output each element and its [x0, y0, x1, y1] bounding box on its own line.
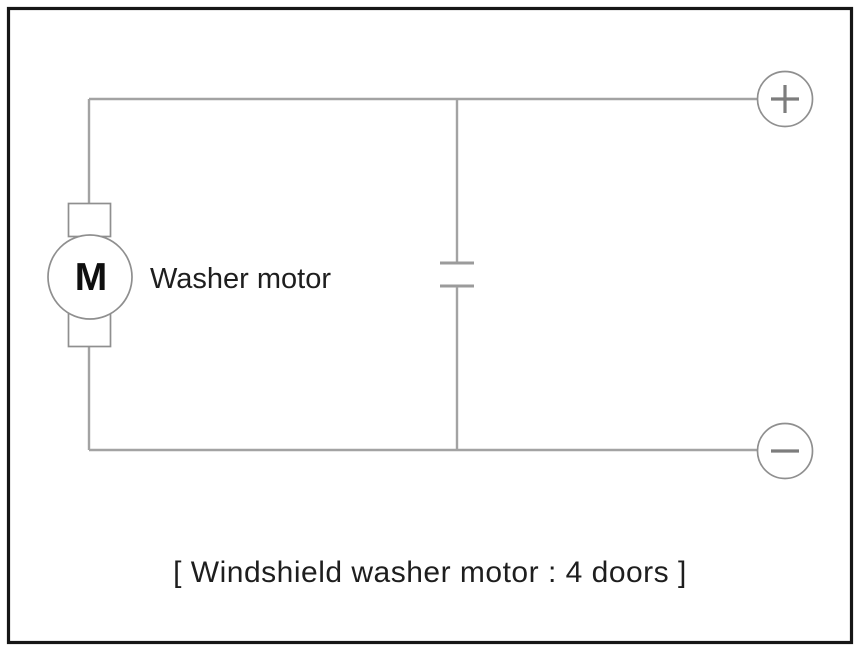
diagram-caption: [ Windshield washer motor : 4 doors ]	[173, 556, 687, 589]
motor-body-circle	[47, 234, 133, 320]
motor-brush-top	[67, 202, 112, 238]
washer-motor-label: Washer motor	[150, 263, 331, 295]
diagram-border	[6, 6, 854, 645]
negative-terminal: −	[756, 422, 814, 480]
plus-icon	[771, 85, 799, 113]
washer-motor-symbol: M	[47, 202, 133, 348]
positive-terminal: +	[756, 70, 814, 128]
motor-letter: M	[75, 256, 108, 299]
capacitor-symbol	[440, 99, 474, 450]
